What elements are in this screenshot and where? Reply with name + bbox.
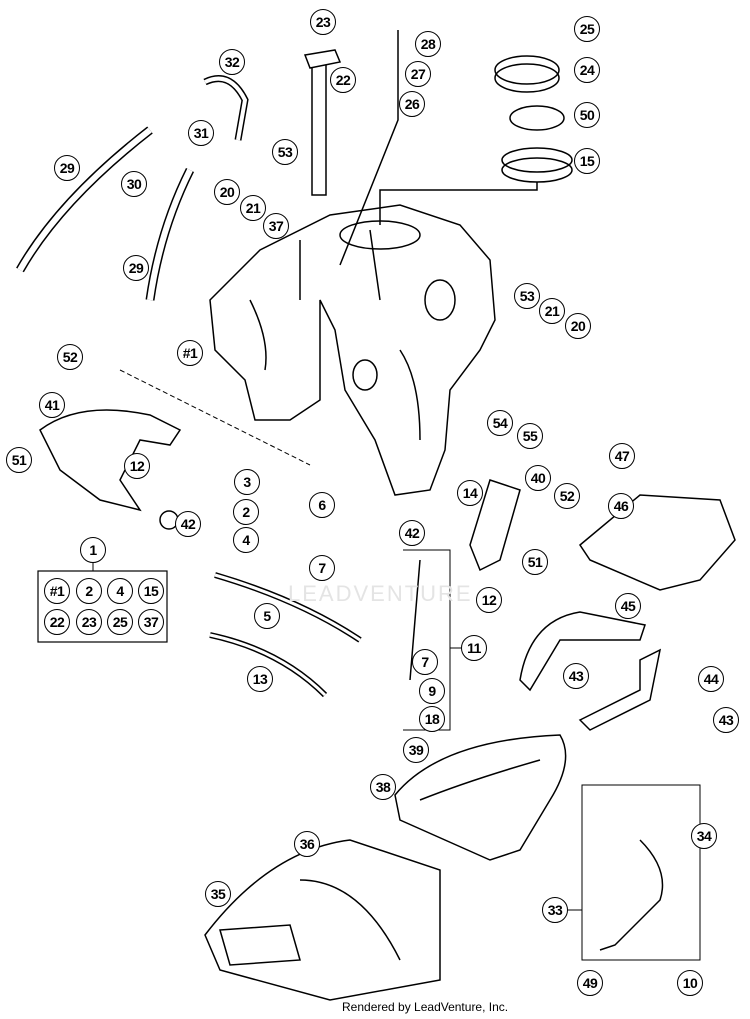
part-callout[interactable]: 55 xyxy=(517,423,543,449)
kit-item: 37 xyxy=(138,609,164,635)
part-callout[interactable]: 52 xyxy=(554,483,580,509)
part-callout[interactable]: 2 xyxy=(233,499,259,525)
part-callout[interactable]: 42 xyxy=(399,520,425,546)
part-callout[interactable]: 15 xyxy=(574,148,600,174)
part-callout[interactable]: 52 xyxy=(57,344,83,370)
part-callout[interactable]: 29 xyxy=(54,155,80,181)
kit-item: 15 xyxy=(138,578,164,604)
part-callout[interactable]: #1 xyxy=(177,340,203,366)
fuel-tank xyxy=(209,204,496,496)
part-callout[interactable]: 54 xyxy=(487,410,513,436)
part-callout[interactable]: 34 xyxy=(691,823,717,849)
part-callout[interactable]: 35 xyxy=(205,881,231,907)
part-callout[interactable]: 13 xyxy=(247,666,273,692)
part-callout[interactable]: 30 xyxy=(121,171,147,197)
part-callout[interactable]: 26 xyxy=(399,91,425,117)
part-callout[interactable]: 43 xyxy=(563,663,589,689)
part-callout[interactable]: 14 xyxy=(457,480,483,506)
part-callout[interactable]: 4 xyxy=(233,527,259,553)
part-callout[interactable]: 5 xyxy=(254,603,280,629)
kit-item: 4 xyxy=(107,578,133,604)
part-callout[interactable]: 7 xyxy=(309,555,335,581)
part-callout[interactable]: 23 xyxy=(310,9,336,35)
part-callout[interactable]: 42 xyxy=(175,511,201,537)
part-callout[interactable]: 24 xyxy=(574,57,600,83)
part-callout[interactable]: 41 xyxy=(39,392,65,418)
kit-item: 23 xyxy=(76,609,102,635)
kit-item: 25 xyxy=(107,609,133,635)
part-callout[interactable]: 6 xyxy=(309,492,335,518)
kit-item: 2 xyxy=(76,578,102,604)
part-callout[interactable]: 46 xyxy=(608,493,634,519)
part-callout[interactable]: 51 xyxy=(522,549,548,575)
part-callout[interactable]: 3 xyxy=(234,469,260,495)
part-callout[interactable]: 10 xyxy=(677,970,703,996)
part-callout[interactable]: 39 xyxy=(403,737,429,763)
part-callout[interactable]: 37 xyxy=(263,213,289,239)
part-callout[interactable]: 12 xyxy=(124,453,150,479)
kit-item: #1 xyxy=(44,578,70,604)
part-callout[interactable]: 12 xyxy=(476,587,502,613)
part-callout[interactable]: 21 xyxy=(240,195,266,221)
part-callout[interactable]: 36 xyxy=(294,831,320,857)
part-callout[interactable]: 29 xyxy=(123,255,149,281)
footer-credit: Rendered by LeadVenture, Inc. xyxy=(342,1000,509,1014)
part-callout[interactable]: 9 xyxy=(419,678,445,704)
part-callout[interactable]: 53 xyxy=(272,139,298,165)
part-callout[interactable]: 18 xyxy=(419,706,445,732)
part-callout[interactable]: 11 xyxy=(461,635,487,661)
part-callout[interactable]: 22 xyxy=(330,67,356,93)
part-callout[interactable]: 47 xyxy=(609,443,635,469)
watermark: LEADVENTURE xyxy=(288,581,473,606)
part-callout[interactable]: 45 xyxy=(615,593,641,619)
part-callout[interactable]: 38 xyxy=(370,774,396,800)
part-callout[interactable]: 21 xyxy=(539,298,565,324)
part-callout[interactable]: 25 xyxy=(574,16,600,42)
part-callout[interactable]: 51 xyxy=(6,447,32,473)
part-callout[interactable]: 1 xyxy=(80,537,106,563)
kit-item: 22 xyxy=(44,609,70,635)
part-callout[interactable]: 44 xyxy=(698,666,724,692)
part-callout[interactable]: 20 xyxy=(214,179,240,205)
part-callout[interactable]: 32 xyxy=(219,49,245,75)
part-callout[interactable]: 33 xyxy=(542,897,568,923)
part-callout[interactable]: 49 xyxy=(577,970,603,996)
part-callout[interactable]: 40 xyxy=(525,465,551,491)
part-callout[interactable]: 43 xyxy=(713,707,739,733)
part-callout[interactable]: 27 xyxy=(405,61,431,87)
part-callout[interactable]: 7 xyxy=(412,649,438,675)
part-callout[interactable]: 31 xyxy=(188,120,214,146)
part-callout[interactable]: 28 xyxy=(415,31,441,57)
part-callout[interactable]: 50 xyxy=(574,102,600,128)
part-callout[interactable]: 53 xyxy=(514,283,540,309)
part-callout[interactable]: 20 xyxy=(565,313,591,339)
